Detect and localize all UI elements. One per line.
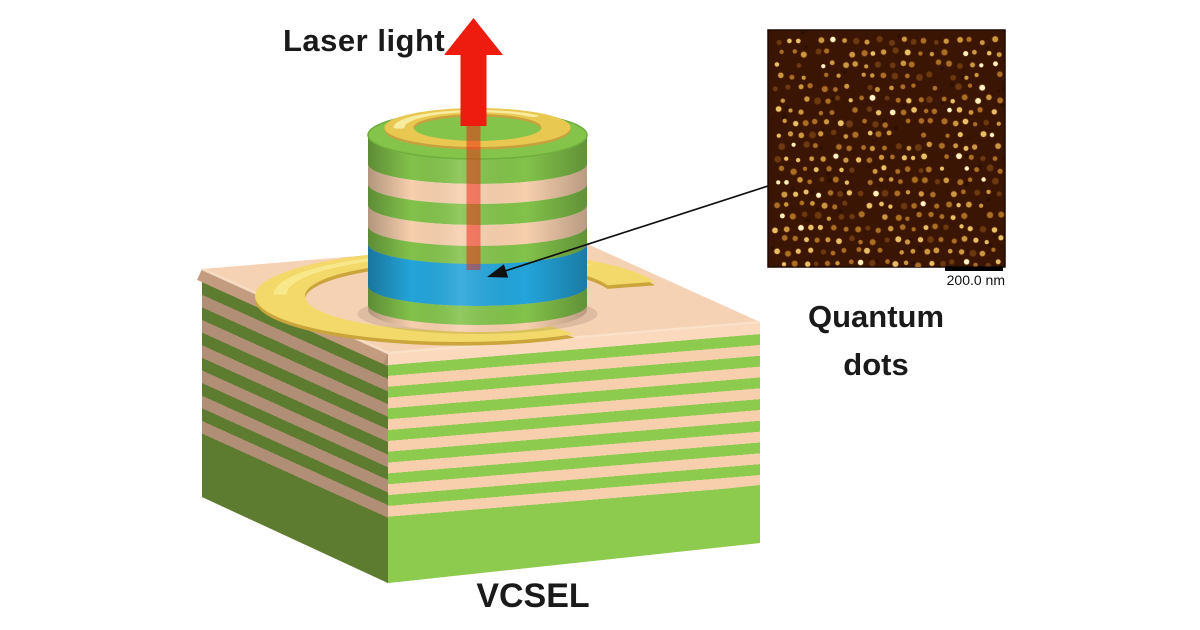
quantum-dot-afm-image <box>767 29 1006 271</box>
afm-quantum-dots <box>768 30 1005 267</box>
callout-line <box>504 185 769 272</box>
laser-beam-inside-cavity <box>466 122 481 270</box>
chip-right-face-cap-layer <box>388 322 760 365</box>
contact-ring-highlight <box>393 109 539 129</box>
chip-right-face-substrate <box>388 485 760 583</box>
scale-bar <box>945 266 1003 271</box>
scale-bar-label: 200.0 nm <box>946 272 1005 288</box>
laser-light-label: Laser light <box>283 23 446 58</box>
chip-left-face-substrate <box>202 439 388 583</box>
quantum-dots-label: Quantum dots <box>807 299 945 382</box>
callout-arrowhead <box>487 264 509 278</box>
laser-arrow-shaft <box>460 54 487 126</box>
callout-arrow <box>487 185 769 278</box>
laser-beam <box>444 18 503 270</box>
vcsel-label: VCSEL <box>476 577 590 615</box>
laser-arrow-head <box>444 18 503 55</box>
